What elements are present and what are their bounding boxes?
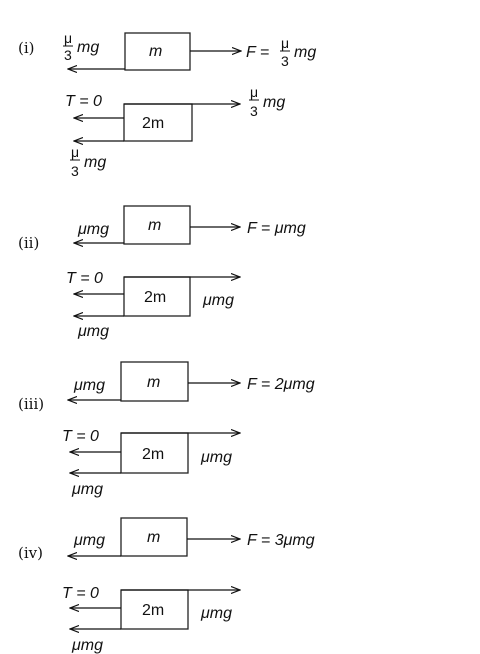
- case-1-label: (i): [18, 39, 35, 57]
- svg-text:mg: mg: [77, 39, 99, 56]
- svg-text:F =: F =: [246, 44, 269, 61]
- case-2-ground-friction-label: μmg: [77, 323, 109, 340]
- svg-text:3: 3: [281, 53, 289, 69]
- case-4-block-2m-label: 2m: [142, 602, 164, 619]
- case-3-label: (iii): [18, 395, 44, 413]
- case-1: (i) m μ 3 mg F = μ 3 mg 2m T = 0 μ: [18, 30, 316, 179]
- case-1-block-m: [124, 32, 191, 71]
- case-3-block-m-label: m: [147, 374, 160, 391]
- svg-text:μ: μ: [71, 144, 79, 160]
- case-4: (iv) m μmg F = 3μmg 2m T = 0 μmg μmg: [18, 517, 315, 654]
- case-1-ground-friction-label: μ 3 mg: [70, 144, 106, 179]
- svg-text:3: 3: [64, 47, 72, 63]
- case-2-tension-label: T = 0: [66, 270, 103, 287]
- case-2-block-m-label: m: [148, 217, 161, 234]
- case-4-ground-friction-label: μmg: [71, 637, 103, 654]
- case-2-block-m: [123, 205, 191, 245]
- case-4-friction-m-label: μmg: [73, 532, 105, 549]
- case-3-block-m: [120, 361, 189, 402]
- case-4-block-m: [120, 517, 188, 557]
- case-3-friction-m-label: μmg: [73, 377, 105, 394]
- svg-text:μ: μ: [250, 84, 258, 100]
- case-4-block-2m: [120, 589, 189, 630]
- case-2-block-2m-label: 2m: [144, 289, 166, 306]
- svg-text:mg: mg: [84, 154, 106, 171]
- svg-text:mg: mg: [294, 44, 316, 61]
- case-1-friction-2m-top-label: μ 3 mg: [249, 84, 285, 119]
- case-2-block-2m: [123, 276, 191, 317]
- case-2: (ii) m μmg F = μmg 2m T = 0 μmg μmg: [18, 205, 306, 340]
- case-2-applied-force-label: F = μmg: [247, 220, 306, 237]
- case-1-tension-label: T = 0: [65, 93, 102, 110]
- case-3-ground-friction-label: μmg: [71, 481, 103, 498]
- svg-text:mg: mg: [263, 94, 285, 111]
- case-2-friction-m-label: μmg: [77, 221, 109, 238]
- case-3-tension-label: T = 0: [62, 428, 99, 445]
- case-3-friction-2m-top-label: μmg: [200, 449, 232, 466]
- case-2-friction-2m-top-label: μmg: [202, 292, 234, 309]
- case-4-label: (iv): [18, 544, 43, 562]
- case-4-applied-force-label: F = 3μmg: [247, 532, 315, 549]
- case-4-block-m-label: m: [147, 529, 160, 546]
- case-1-friction-m-label: μ 3 mg: [63, 30, 99, 63]
- case-3: (iii) m μmg F = 2μmg 2m T = 0 μmg μmg: [18, 361, 315, 498]
- svg-text:3: 3: [71, 163, 79, 179]
- case-1-block-m-label: m: [149, 43, 162, 60]
- case-4-friction-2m-top-label: μmg: [200, 605, 232, 622]
- case-4-tension-label: T = 0: [62, 585, 99, 602]
- case-1-block-2m: [123, 103, 193, 142]
- case-3-block-2m: [120, 432, 189, 474]
- svg-text:μ: μ: [281, 35, 289, 51]
- case-1-block-2m-label: 2m: [142, 115, 164, 132]
- case-1-applied-force-label: F = μ 3 mg: [246, 35, 316, 69]
- case-3-applied-force-label: F = 2μmg: [247, 376, 315, 393]
- case-3-block-2m-label: 2m: [142, 446, 164, 463]
- case-2-label: (ii): [18, 234, 39, 252]
- svg-text:3: 3: [250, 103, 258, 119]
- svg-text:μ: μ: [64, 30, 72, 46]
